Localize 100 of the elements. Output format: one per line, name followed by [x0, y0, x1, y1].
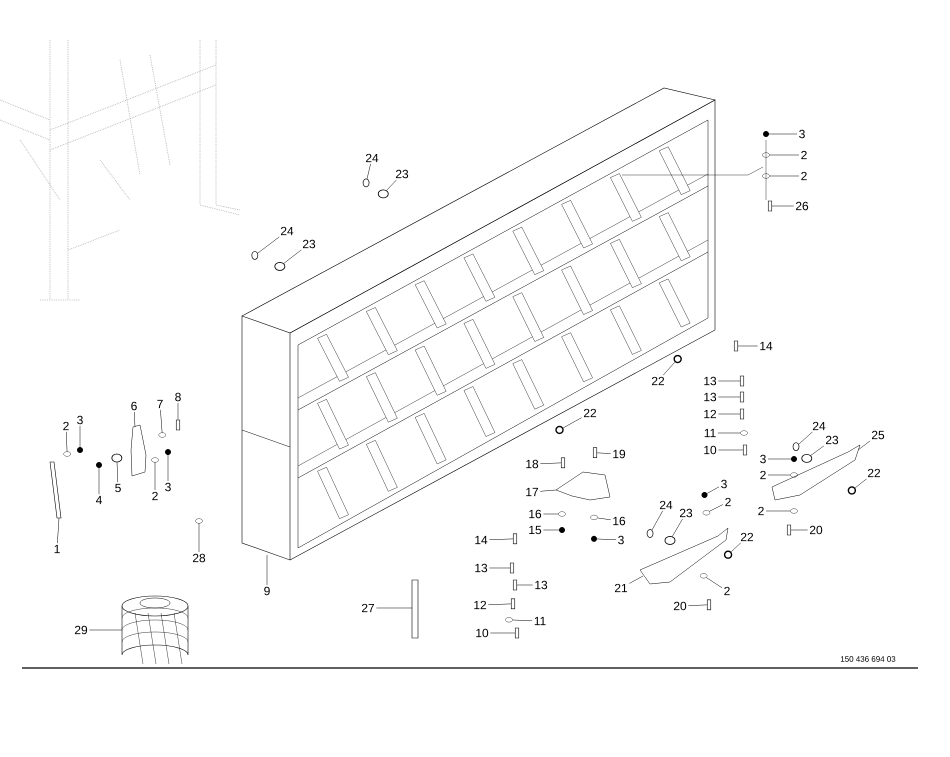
washer-part	[195, 518, 203, 524]
callout-number: 20	[674, 602, 686, 610]
washer-part	[555, 426, 564, 434]
bolt-part	[768, 200, 772, 212]
leader-line	[154, 462, 156, 490]
callout-number: 13	[704, 376, 716, 386]
washer-part	[591, 536, 597, 542]
callout-number: 1	[54, 544, 60, 554]
callout-number: 2	[758, 506, 764, 516]
leader-line	[706, 486, 720, 494]
callout-number: 26	[796, 202, 808, 210]
leader-line	[386, 180, 397, 191]
bolt-part	[560, 458, 566, 468]
washer-part	[362, 178, 370, 188]
leader-line	[652, 510, 663, 530]
callout-number: 11	[704, 428, 716, 438]
leader-line	[516, 584, 533, 586]
washer-part	[700, 573, 708, 578]
washer-part	[792, 442, 800, 452]
leader-line	[854, 478, 867, 488]
leader-line	[709, 504, 724, 512]
leader-line	[266, 554, 268, 586]
callout-number: 12	[474, 600, 486, 610]
leader-line	[257, 236, 280, 254]
leader-line	[540, 490, 556, 492]
callout-number: 2	[152, 492, 158, 500]
leader-line	[718, 432, 741, 434]
washer-part	[790, 472, 798, 478]
callout-number: 17	[526, 488, 538, 496]
bolt-part	[740, 392, 744, 402]
washer-part	[702, 492, 708, 498]
callout-number: 6	[131, 402, 137, 410]
callout-number: 2	[760, 470, 766, 480]
bolt-part	[734, 340, 738, 352]
washer-part	[165, 449, 171, 455]
leader-line	[57, 518, 60, 544]
washer-part	[251, 251, 258, 260]
leader-line	[768, 474, 791, 476]
washer-part	[77, 447, 83, 453]
callout-number: 3	[618, 536, 624, 544]
washer-part	[702, 510, 710, 516]
leader-line	[512, 620, 532, 621]
washer-part	[791, 456, 797, 462]
callout-number: 3	[760, 454, 766, 464]
callout-number: 16	[529, 510, 542, 518]
callout-number: 19	[613, 450, 626, 458]
leader-line	[769, 154, 800, 156]
leader-line	[718, 396, 740, 398]
washer-part	[96, 462, 102, 468]
callout-number: 3	[799, 130, 805, 138]
callout-number: 3	[77, 416, 83, 424]
bolt-part	[740, 408, 744, 420]
callout-number: 23	[302, 240, 316, 248]
callout-number: 13	[475, 564, 488, 572]
bolt-part	[514, 628, 520, 638]
bolt-part	[740, 376, 744, 386]
leader-line	[116, 462, 118, 482]
callout-number: 24	[660, 500, 672, 510]
leader-line	[597, 518, 611, 520]
callout-number: 10	[476, 628, 488, 638]
callout-number: 2	[801, 150, 807, 160]
callout-number: 22	[584, 408, 596, 418]
callout-number: 24	[366, 154, 378, 162]
washer-part	[724, 550, 732, 559]
leader-line	[672, 518, 683, 537]
washer-part	[151, 458, 159, 462]
leader-line	[198, 523, 200, 552]
leader-line	[688, 604, 708, 606]
callout-number: 13	[704, 392, 716, 402]
bolt-part	[706, 600, 712, 610]
callout-number: 15	[529, 526, 542, 534]
callout-number: 28	[192, 554, 206, 562]
bolt-part	[742, 444, 748, 456]
callout-number: 9	[264, 586, 270, 596]
washer-part	[558, 512, 566, 516]
washer-part	[801, 454, 812, 463]
leader-line	[798, 432, 813, 444]
leader-line	[489, 538, 514, 540]
leader-line	[490, 632, 516, 634]
callout-number: 2	[725, 498, 731, 506]
callout-number: 14	[475, 536, 488, 544]
callout-number: 16	[613, 516, 626, 526]
callout-number: 3	[165, 482, 171, 492]
washer-part	[673, 354, 682, 364]
callout-number: 10	[704, 446, 716, 454]
bolt-part	[510, 598, 516, 610]
callout-number: 29	[74, 626, 88, 634]
callout-number: 23	[826, 436, 838, 444]
leader-line	[596, 452, 611, 454]
callout-number: 24	[280, 226, 294, 236]
leader-line	[718, 380, 740, 382]
bolt-part	[510, 562, 514, 574]
leader-line	[706, 577, 722, 588]
callout-number: 22	[652, 376, 664, 386]
leader-line	[663, 362, 676, 376]
callout-number: 3	[721, 480, 727, 488]
callout-number: 23	[396, 170, 408, 178]
callout-number: 22	[740, 532, 754, 542]
leader-line	[596, 538, 616, 540]
callout-number: 24	[812, 422, 826, 430]
